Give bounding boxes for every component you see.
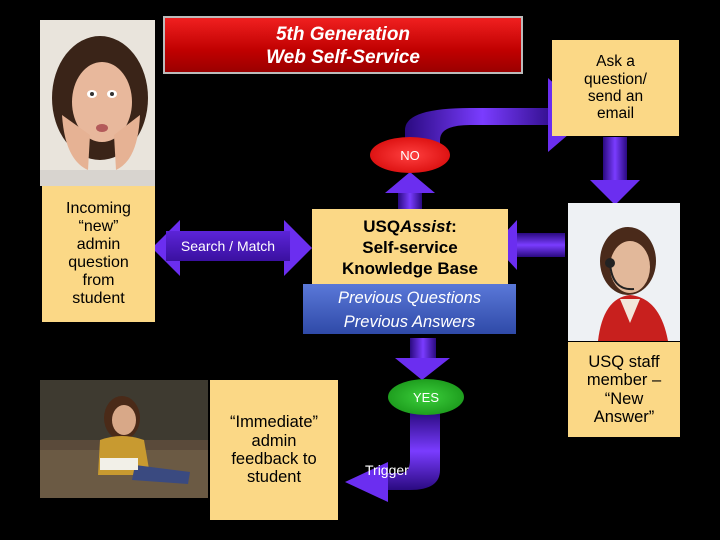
down-arrow-yes-head — [395, 358, 450, 380]
title-line2: Web Self-Service — [165, 46, 521, 69]
incoming-line2: “new” — [78, 218, 118, 236]
left-arrow-staff-shaft — [515, 233, 565, 257]
ask-line2: question/ — [584, 71, 647, 88]
up-arrow-no-shaft — [398, 193, 422, 210]
up-arrow-no-head — [385, 172, 435, 193]
immediate-feedback-box: “Immediate” admin feedback to student — [210, 380, 338, 520]
title-line1: 5th Generation — [165, 23, 521, 46]
staff-line2: member – — [587, 371, 661, 389]
happy-student-photo — [40, 380, 208, 498]
incoming-line1: Incoming — [66, 200, 131, 218]
worried-student-photo — [40, 20, 155, 186]
title-banner: 5th Generation Web Self-Service — [163, 16, 523, 74]
feedback-line1: “Immediate” — [230, 413, 318, 431]
kb-assist: Assist — [400, 217, 451, 236]
feedback-line2: admin — [252, 432, 297, 450]
kb-line3: Knowledge Base — [342, 258, 478, 279]
trigger-curve-arrow — [385, 412, 440, 490]
previous-line2: Previous Answers — [303, 310, 516, 334]
search-match-label: Search / Match — [181, 238, 275, 254]
down-arrow-yes-shaft — [410, 338, 436, 360]
staff-line1: USQ staff — [588, 353, 659, 371]
kb-line1: USQAssist: — [363, 216, 457, 237]
down-arrow-email-head — [590, 180, 640, 205]
staff-line4: Answer” — [594, 408, 655, 426]
incoming-line3: admin — [77, 236, 121, 254]
knowledge-base-box: USQAssist: Self-service Knowledge Base — [312, 209, 508, 285]
kb-colon: : — [451, 217, 457, 236]
trigger-label: Trigger — [365, 462, 409, 478]
yes-oval: YES — [388, 379, 464, 415]
staff-member-photo — [568, 203, 680, 341]
previous-line1: Previous Questions — [303, 286, 516, 310]
incoming-question-box: Incoming “new” admin question from stude… — [42, 186, 155, 322]
kb-usq: USQ — [363, 217, 400, 236]
ask-line3: send an — [588, 88, 643, 105]
ask-line4: email — [597, 105, 634, 122]
staff-new-answer-box: USQ staff member – “New Answer” — [568, 342, 680, 437]
incoming-line5: from — [83, 272, 115, 290]
feedback-line3: feedback to — [231, 450, 316, 468]
previous-qa-box: Previous Questions Previous Answers — [303, 284, 516, 334]
ask-line1: Ask a — [596, 53, 635, 70]
down-arrow-email-shaft — [603, 137, 627, 182]
incoming-line4: question — [68, 254, 129, 272]
kb-line2: Self-service — [362, 237, 457, 258]
staff-line3: “New — [605, 390, 644, 408]
no-label: NO — [400, 148, 420, 163]
no-oval: NO — [370, 137, 450, 173]
feedback-line4: student — [247, 468, 301, 486]
search-match-box: Search / Match — [166, 231, 290, 261]
ask-question-box: Ask a question/ send an email — [552, 40, 679, 136]
incoming-line6: student — [72, 290, 124, 308]
yes-label: YES — [413, 390, 439, 405]
